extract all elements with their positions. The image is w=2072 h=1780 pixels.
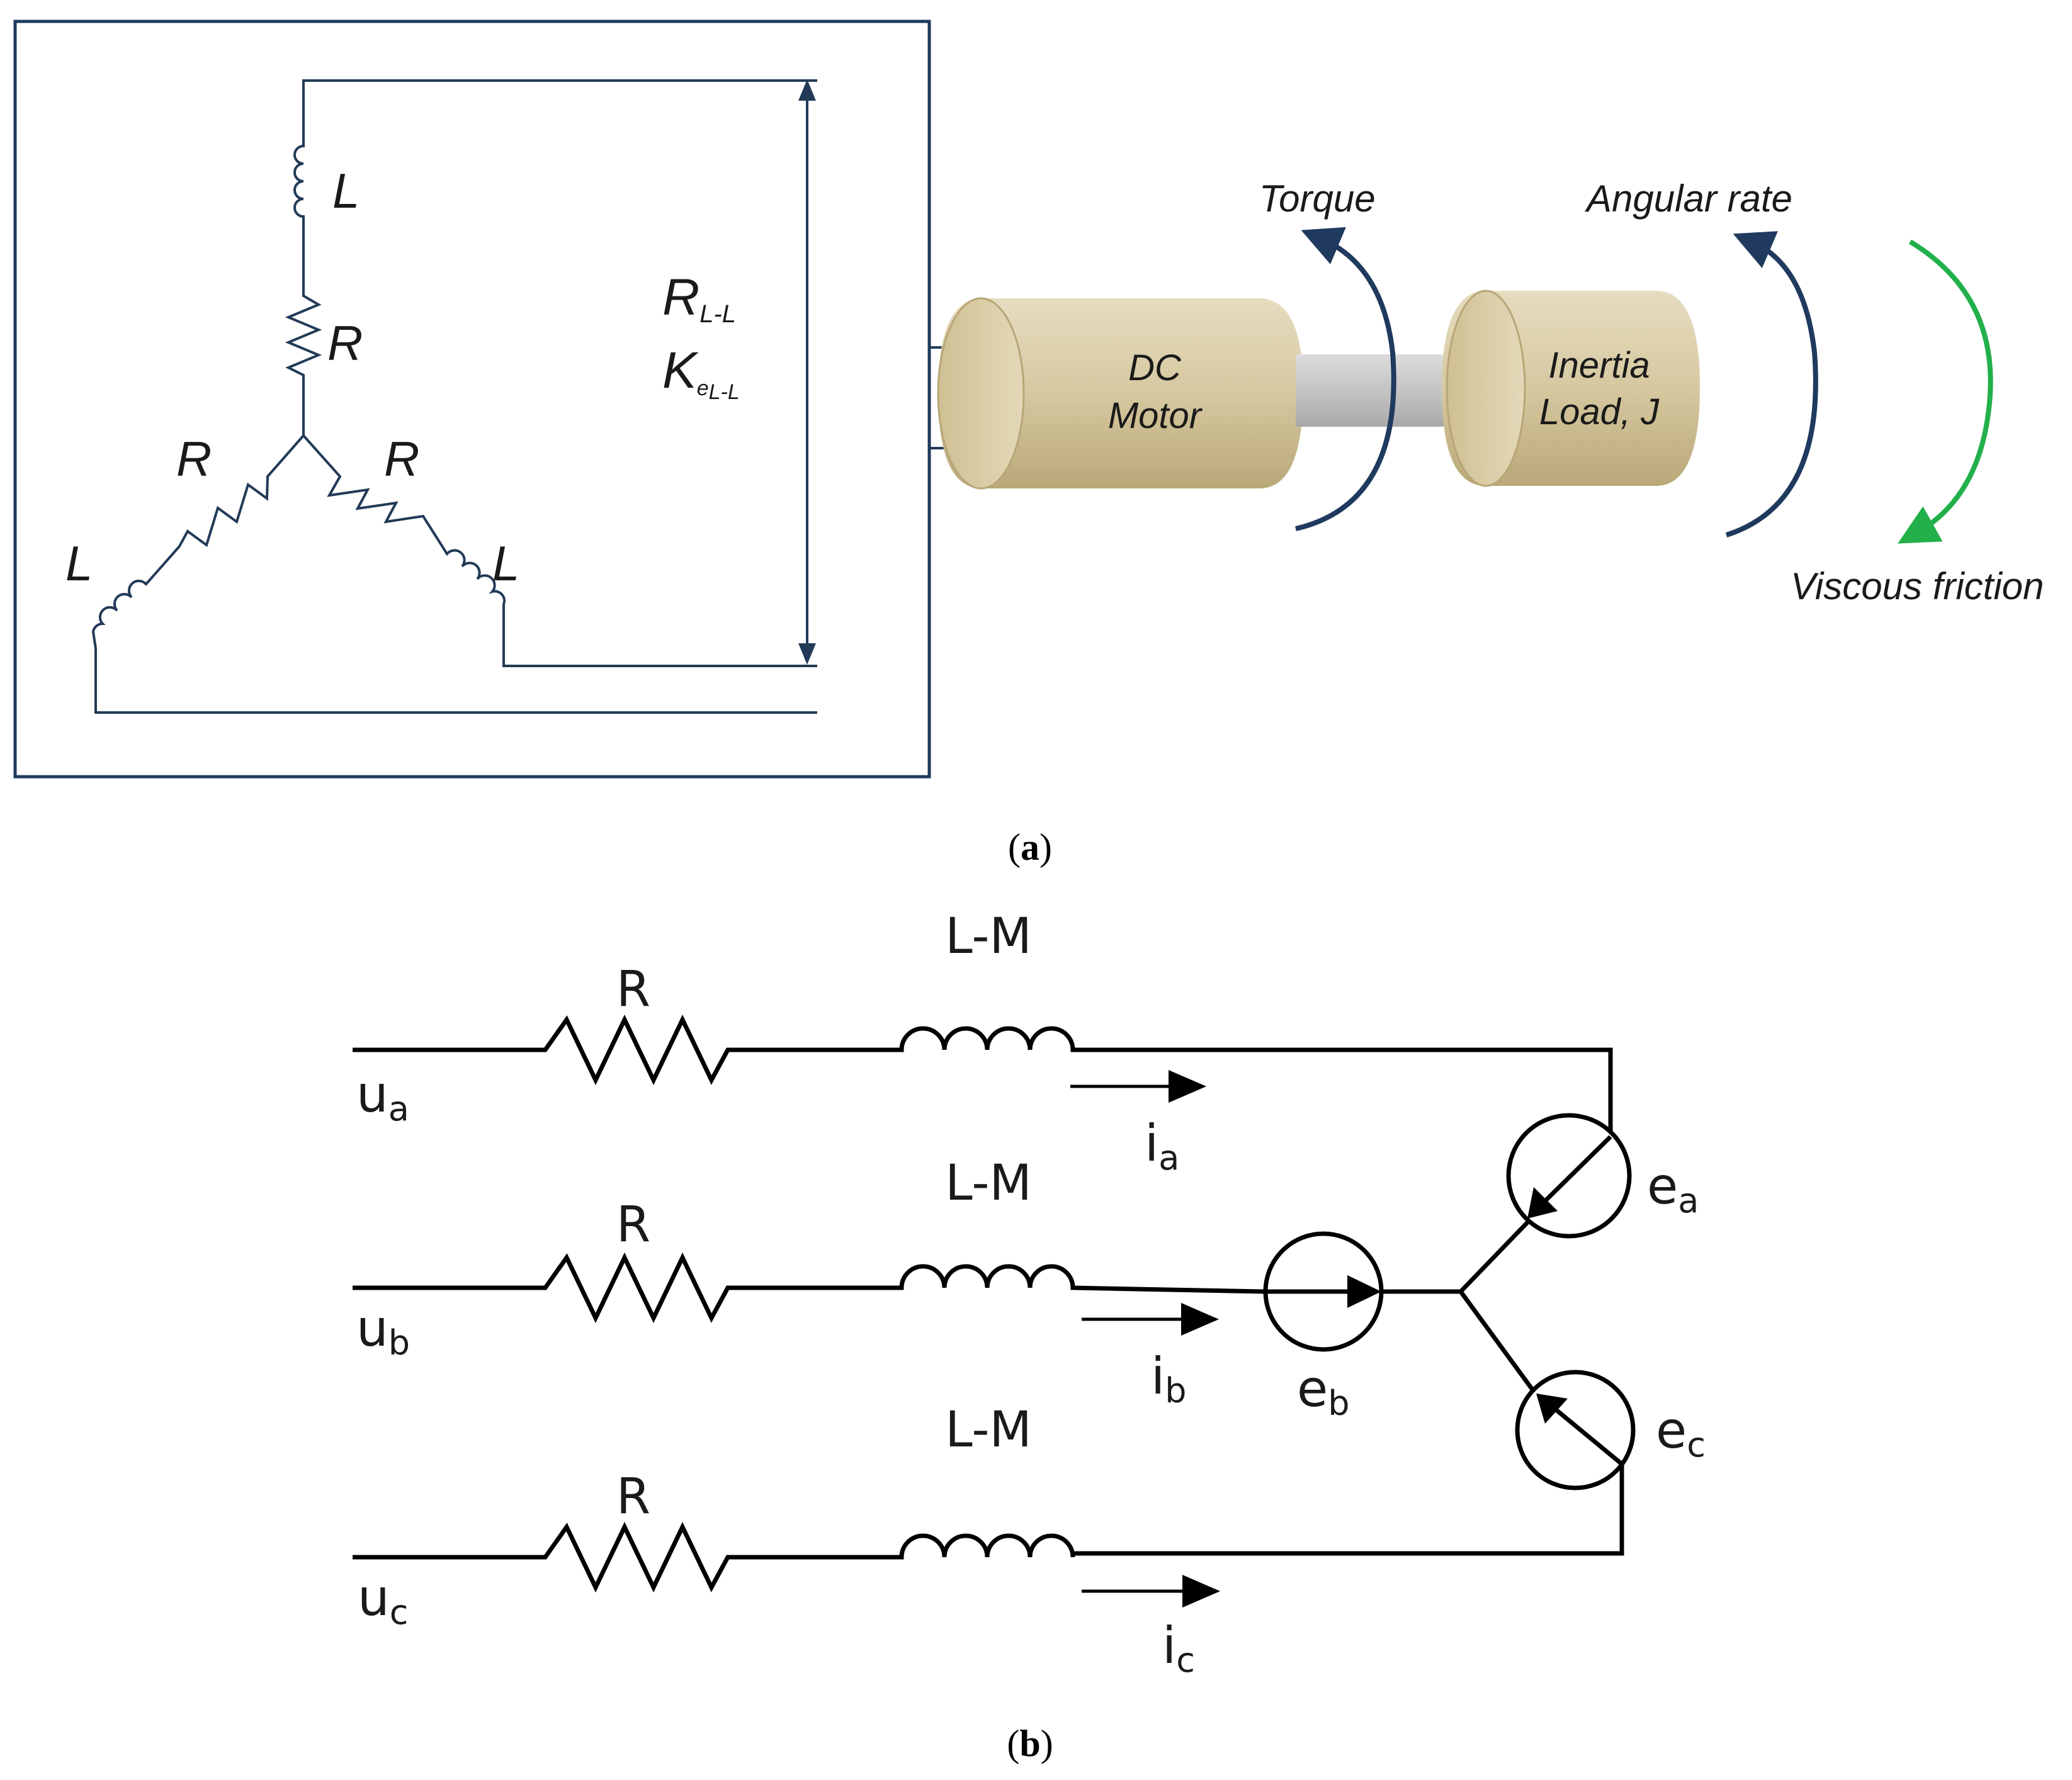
input-b-label: ub (356, 1299, 410, 1363)
phase-b-resistor-label: R (616, 1197, 650, 1253)
phase-c-wire (353, 1464, 1624, 1593)
dc-motor: DC Motor (937, 297, 1303, 490)
load-label-line2: Load, J (1539, 391, 1660, 432)
torque-arrow (1295, 227, 1396, 531)
inertia-load: Inertia Load, J (1442, 290, 1700, 487)
torque-label: Torque (1259, 177, 1376, 220)
current-b-label: ib (1151, 1347, 1187, 1411)
emf-source-b (1263, 1231, 1384, 1352)
angular-rate-arrow (1725, 231, 1818, 538)
arrow-head-bottom (798, 643, 816, 665)
motor-label-line2: Motor (1108, 395, 1203, 436)
emf-b-label: eb (1297, 1360, 1350, 1423)
panel-b: R L-M ua ia R L-M ub ib R L-M uc ic (353, 908, 1706, 1680)
emf-a-label: ea (1647, 1157, 1699, 1220)
wye-winding-frame (13, 20, 931, 779)
phase-b-inductor-label: L-M (945, 1155, 1032, 1212)
emf-source-c (1515, 1370, 1636, 1490)
phase-a-wire (353, 1014, 1613, 1137)
load-label-line1: Inertia (1548, 345, 1650, 386)
current-a-arrowhead (1169, 1070, 1206, 1103)
phase-c-inductor-label: L-M (945, 1402, 1032, 1458)
current-a-label: ia (1145, 1114, 1179, 1178)
panel-a: L R R L R L RL-L KeL-L DC Motor (13, 20, 2044, 779)
motor-label-line1: DC (1128, 347, 1182, 388)
rll-label: RL-L (662, 269, 736, 328)
phase-a-inductor-label: L-M (945, 908, 1032, 965)
right-branch-wire (302, 434, 817, 667)
current-c-arrowhead (1182, 1575, 1220, 1608)
phase-a-resistor-label: R (616, 961, 650, 1018)
current-c-label: ic (1162, 1616, 1195, 1680)
caption-a: (a) (1008, 826, 1052, 868)
caption-b: (b) (1007, 1723, 1053, 1764)
viscous-friction-arrow (1898, 239, 1993, 544)
input-c-label: uc (358, 1569, 408, 1632)
ke-label: KeL-L (662, 342, 740, 404)
emf-c-label: ec (1656, 1401, 1706, 1465)
left-inductor-label: L (65, 536, 93, 591)
neutral-connection (1381, 1217, 1538, 1397)
phase-b-wire (353, 1252, 1265, 1324)
current-b-arrowhead (1181, 1303, 1219, 1336)
left-resistor-label: R (176, 431, 212, 487)
right-resistor-label: R (384, 431, 419, 487)
top-inductor-label: L (332, 163, 359, 218)
angular-rate-label: Angular rate (1585, 177, 1792, 220)
top-resistor-label: R (327, 315, 363, 371)
viscous-friction-label: Viscous friction (1791, 565, 2044, 607)
top-branch-wire (285, 79, 817, 436)
input-a-label: ua (356, 1065, 409, 1129)
motor-shaft (1296, 354, 1464, 427)
right-inductor-label: L (492, 536, 519, 591)
emf-source-a (1506, 1113, 1632, 1239)
left-branch-wire (91, 434, 817, 714)
phase-c-resistor-label: R (616, 1468, 650, 1525)
arrow-head-top (798, 79, 816, 101)
